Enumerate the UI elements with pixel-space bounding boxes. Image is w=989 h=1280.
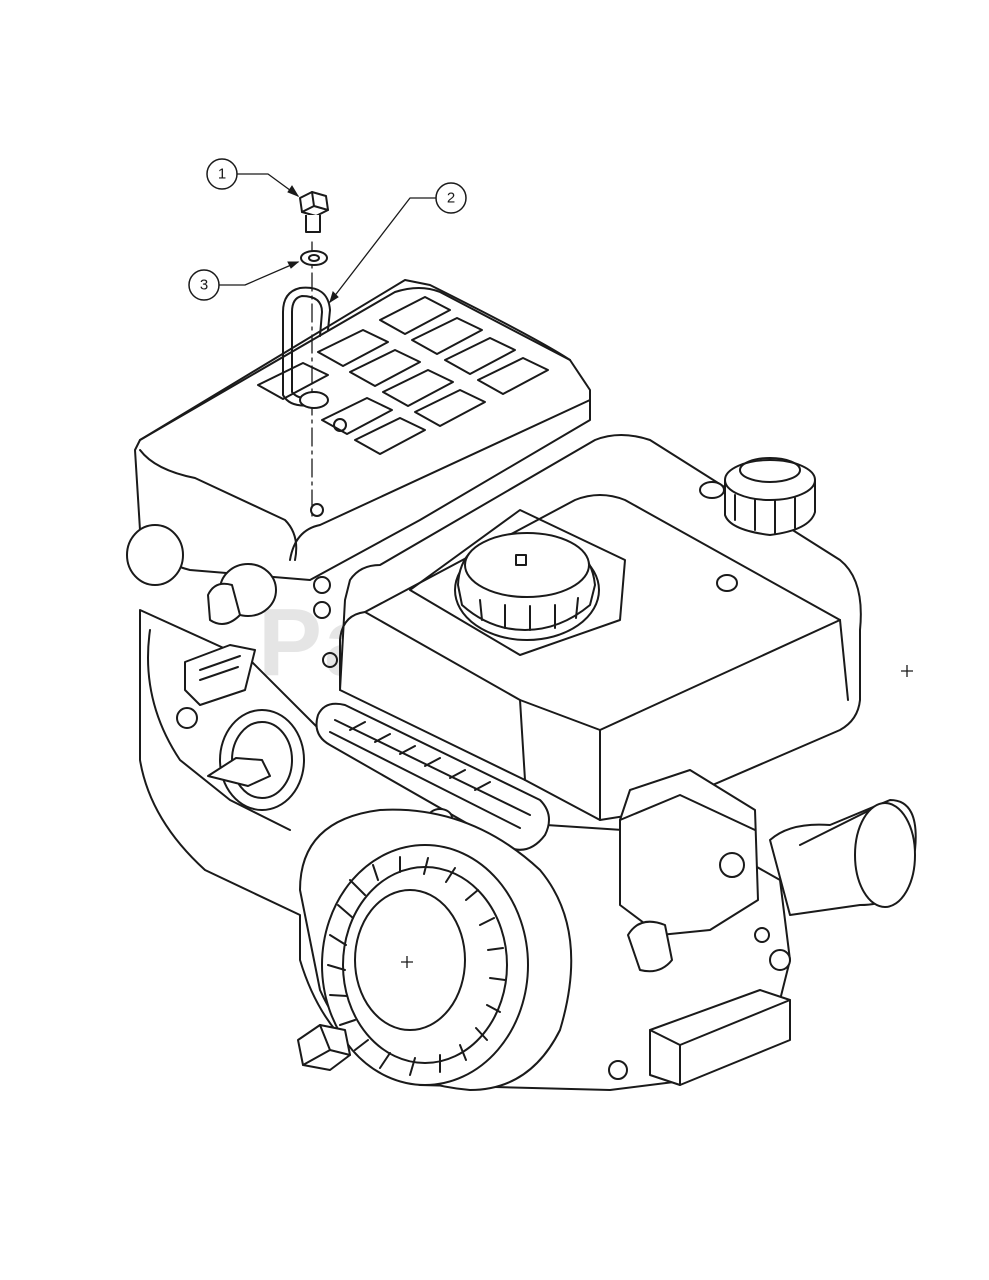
- bolt-left-side: [176, 707, 198, 729]
- registration-mark: [901, 665, 913, 677]
- callout-1-label: 1: [218, 166, 226, 183]
- fuel-cap: [454, 532, 600, 641]
- choke-knob: [207, 757, 271, 787]
- callout-2[interactable]: 2: [329, 182, 467, 304]
- stop-switch: [184, 644, 256, 706]
- engine-assembly: [126, 279, 917, 1091]
- callout-1[interactable]: 1: [206, 158, 300, 198]
- exploded-parts: [282, 191, 331, 521]
- guard-vents: [257, 296, 549, 455]
- electric-starter: [769, 799, 917, 916]
- cylinder-head-boss: [126, 524, 184, 586]
- recoil-starter: [299, 808, 573, 1091]
- callout-3-label: 3: [200, 277, 208, 294]
- callout-3[interactable]: 3: [188, 261, 300, 301]
- guard-bracket: [282, 286, 331, 407]
- oil-fill-cap: [699, 457, 816, 592]
- callout-2-label: 2: [447, 190, 455, 207]
- starter-bracket: [619, 769, 759, 936]
- washer: [300, 250, 328, 266]
- side-cover: [147, 629, 291, 831]
- hex-bolt: [299, 191, 329, 233]
